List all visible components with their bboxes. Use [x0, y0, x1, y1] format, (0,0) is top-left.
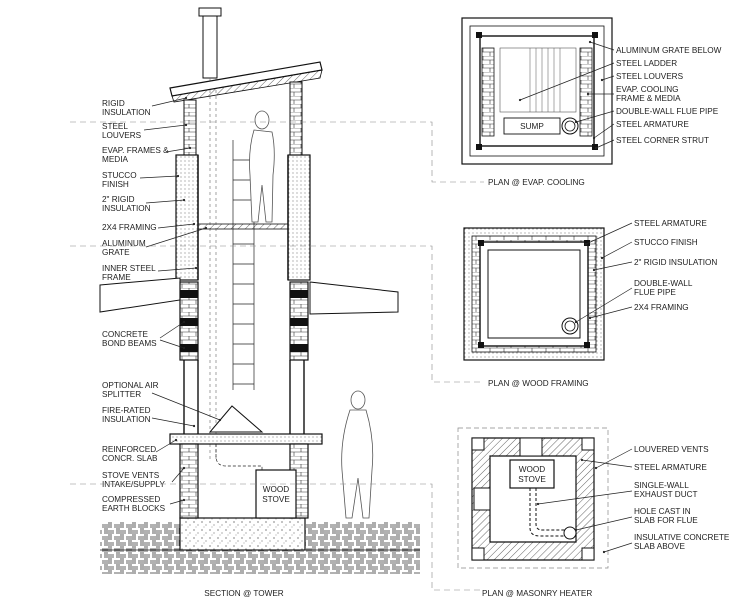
label-optional-air-splitter-1: OPTIONAL AIR — [102, 381, 159, 390]
flue-pipe — [202, 9, 218, 79]
masonry-labels: LOUVERED VENTS STEEL ARMATURE SINGLE-WAL… — [536, 445, 730, 554]
section-caption: SECTION @ TOWER — [204, 589, 284, 598]
label-stucco-finish-2: FINISH — [102, 180, 129, 189]
label-2x4-framing: 2X4 FRAMING — [102, 223, 157, 232]
evap-media-left — [481, 47, 495, 137]
masonry-label-duct-1: SINGLE-WALL — [634, 481, 689, 490]
person-figure-lower — [341, 390, 374, 519]
evap-sump — [503, 117, 561, 135]
masonry-wood-stove — [509, 459, 555, 489]
section-stove-label-1: WOOD — [263, 485, 289, 494]
label-evap-frames-1: EVAP. FRAMES & — [102, 146, 169, 155]
framing-label-flue-1: DOUBLE-WALL — [634, 279, 693, 288]
foundation — [179, 517, 306, 551]
evap-label-strut: STEEL CORNER STRUT — [616, 136, 709, 145]
evap-label-armature: STEEL ARMATURE — [616, 120, 689, 129]
masonry-label-duct-2: EXHAUST DUCT — [634, 490, 698, 499]
evap-label-flue: DOUBLE-WALL FLUE PIPE — [616, 107, 719, 116]
masonry-label-vents: LOUVERED VENTS — [634, 445, 709, 454]
evap-label-cooling-1: EVAP. COOLING — [616, 85, 679, 94]
label-rigid-insulation-1: RIGID — [102, 99, 125, 108]
evap-ladder — [499, 47, 577, 113]
framing-label-insulation: 2" RIGID INSULATION — [634, 258, 717, 267]
label-evap-frames-2: MEDIA — [102, 155, 128, 164]
label-compressed-earth-1: COMPRESSED — [102, 495, 160, 504]
earth-block-wall-left — [179, 443, 199, 519]
masonry-caption: PLAN @ MASONRY HEATER — [482, 589, 592, 598]
louver-wall-right — [289, 81, 303, 156]
flue-hole — [563, 526, 577, 540]
label-reinforced-slab-1: REINFORCED — [102, 445, 156, 454]
label-reinforced-slab-2: CONCR. SLAB — [102, 454, 158, 463]
framing-labels: STEEL ARMATURE STUCCO FINISH 2" RIGID IN… — [574, 219, 717, 324]
masonry-label-hole-1: HOLE CAST IN — [634, 507, 691, 516]
label-concrete-bond-beams-1: CONCRETE — [102, 330, 148, 339]
masonry-stove-label-2: STOVE — [518, 475, 546, 484]
exhaust-duct — [529, 488, 566, 537]
label-rigid-insulation-2in-1: 2" RIGID — [102, 195, 135, 204]
evap-labels: ALUMINUM GRATE BELOW STEEL LADDER STEEL … — [518, 40, 722, 150]
label-stove-vents-2: INTAKE/SUPPLY — [102, 480, 165, 489]
person-figure-upper — [249, 110, 275, 223]
plan-masonry-heater: WOOD STOVE LOUVERED VENTS STEEL ARMATURE… — [457, 427, 730, 598]
framing-label-stucco: STUCCO FINISH — [634, 238, 698, 247]
stucco-wall-right — [287, 154, 311, 281]
evap-label-cooling-2: FRAME & MEDIA — [616, 94, 681, 103]
label-optional-air-splitter-2: SPLITTER — [102, 390, 141, 399]
label-rigid-insulation-2: INSULATION — [102, 108, 151, 117]
evap-label-grate: ALUMINUM GRATE BELOW — [616, 46, 722, 55]
label-inner-steel-frame-2: FRAME — [102, 273, 131, 282]
section-wood-stove — [255, 469, 297, 519]
label-steel-louvers-1: STEEL — [102, 122, 128, 131]
roof-wing-right — [309, 281, 399, 315]
framing-label-flue-2: FLUE PIPE — [634, 288, 676, 297]
masonry-label-armature: STEEL ARMATURE — [634, 463, 707, 472]
framing-label-armature: STEEL ARMATURE — [634, 219, 707, 228]
section-labels: RIGID INSULATION STEEL LOUVERS EVAP. FRA… — [102, 96, 222, 513]
roof-wing-left — [99, 277, 181, 313]
label-rigid-insulation-2in-2: INSULATION — [102, 204, 151, 213]
label-fire-rated-insulation-2: INSULATION — [102, 415, 151, 424]
label-concrete-bond-beams-2: BOND BEAMS — [102, 339, 157, 348]
aluminum-grate — [197, 223, 289, 230]
section-stove-label-2: STOVE — [262, 495, 290, 504]
cut-lines — [70, 121, 484, 591]
plan-wood-framing: STEEL ARMATURE STUCCO FINISH 2" RIGID IN… — [463, 219, 717, 388]
evap-sump-label: SUMP — [520, 122, 544, 131]
reinforced-slab — [169, 433, 323, 445]
masonry-label-hole-2: SLAB FOR FLUE — [634, 516, 698, 525]
masonry-label-slab-1: INSULATIVE CONCRETE — [634, 533, 730, 542]
label-inner-steel-frame-1: INNER STEEL — [102, 264, 156, 273]
label-compressed-earth-2: EARTH BLOCKS — [102, 504, 166, 513]
evap-caption: PLAN @ EVAP. COOLING — [488, 178, 585, 187]
evap-label-louvers: STEEL LOUVERS — [616, 72, 684, 81]
label-aluminum-grate-2: GRATE — [102, 248, 130, 257]
framing-label-2x4: 2X4 FRAMING — [634, 303, 689, 312]
masonry-label-slab-2: SLAB ABOVE — [634, 542, 686, 551]
masonry-stove-label-1: WOOD — [519, 465, 545, 474]
label-fire-rated-insulation-1: FIRE-RATED — [102, 406, 151, 415]
label-steel-louvers-2: LOUVERS — [102, 131, 142, 140]
evap-media-right — [579, 47, 593, 137]
stucco-wall-left — [175, 154, 199, 281]
evap-label-ladder: STEEL LADDER — [616, 59, 677, 68]
louver-wall-left — [183, 99, 197, 156]
framing-caption: PLAN @ WOOD FRAMING — [488, 379, 589, 388]
section-tower: WOOD STOVE RIGID INSULATION STEEL LOUVER… — [99, 7, 420, 598]
label-stucco-finish-1: STUCCO — [102, 171, 137, 180]
label-stove-vents-1: STOVE VENTS — [102, 471, 160, 480]
label-aluminum-grate-1: ALUMINUM — [102, 239, 146, 248]
plan-evap-cooling: SUMP ALUMINUM GRATE BELOW STEEL LADDER S… — [461, 17, 722, 187]
